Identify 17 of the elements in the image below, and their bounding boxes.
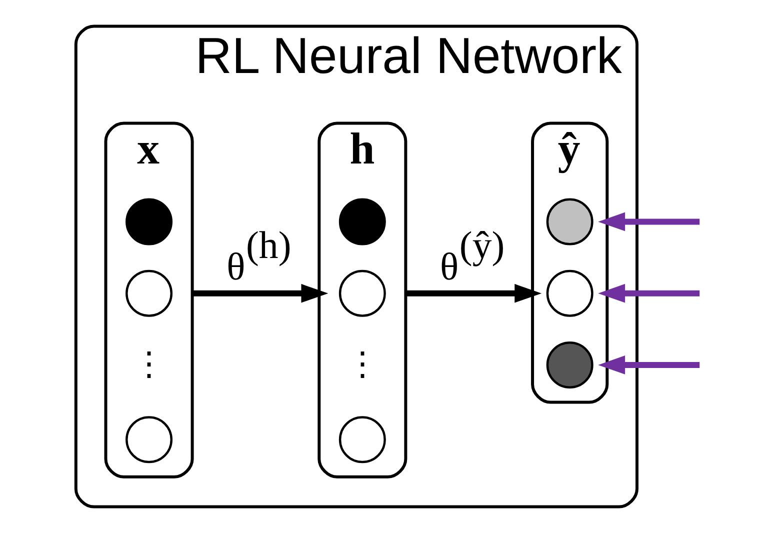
label: ⋮ [346, 344, 379, 382]
node-circle [126, 416, 173, 464]
cluster: ŷ [531, 122, 609, 404]
node-circle [126, 270, 173, 317]
arrow [598, 284, 700, 303]
node-circle [338, 198, 386, 246]
node-circle [546, 198, 594, 246]
node-circle [546, 341, 594, 388]
arrow [406, 284, 542, 303]
arrow [598, 356, 700, 374]
arrow [192, 284, 328, 303]
label: ⋮ [132, 344, 166, 382]
node-circle [338, 416, 386, 464]
node-circle [338, 270, 386, 317]
node-circle [546, 270, 594, 317]
node-circle [126, 198, 173, 246]
arrow [598, 212, 700, 232]
